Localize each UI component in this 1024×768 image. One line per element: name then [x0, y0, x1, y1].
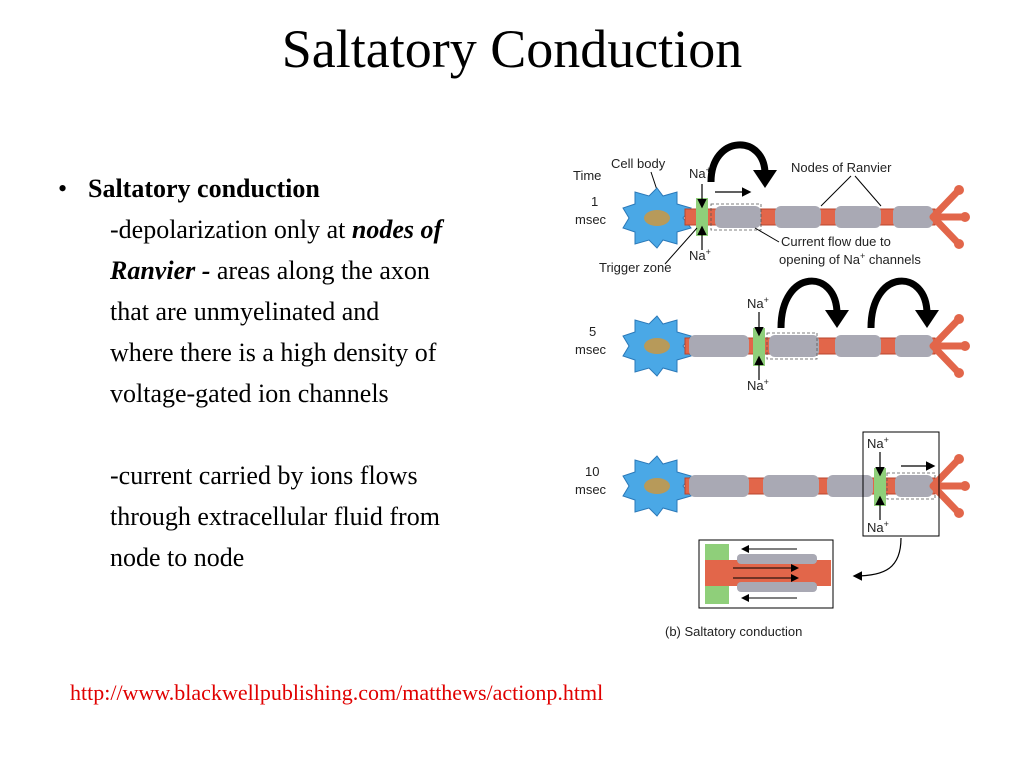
trigger-zone-pointer	[664, 227, 698, 265]
inset-myelin-bottom	[737, 582, 817, 592]
nucleus-3	[644, 478, 670, 494]
inset-current-flow: (b) Saltatory conduction	[665, 539, 834, 639]
cell-body-pointer	[650, 171, 658, 191]
row-5msec: 5 msec Na+ Na+	[575, 277, 970, 393]
myelin-2d	[895, 335, 933, 357]
terminal-knob	[960, 212, 970, 222]
axon-terminals-2	[929, 317, 967, 375]
sub-line-8: node to node	[110, 543, 245, 572]
nodes-pointer	[820, 175, 852, 207]
nodes-of-ranvier-label: Nodes of Ranvier	[791, 160, 892, 175]
sub-line-2: Ranvier - areas along the axon	[58, 250, 558, 291]
terminal-knob	[954, 239, 964, 249]
terminal-knob	[954, 454, 964, 464]
axon-terminals-3	[929, 457, 967, 515]
time-5-unit: msec	[575, 342, 607, 357]
trigger-zone-label: Trigger zone	[599, 260, 672, 275]
myelin-2b	[769, 335, 819, 357]
time-10-unit: msec	[575, 482, 607, 497]
slide-title: Saltatory Conduction	[281, 19, 743, 79]
terminal-knob	[954, 508, 964, 518]
jump-arrow-head	[753, 170, 777, 188]
sub-line-3: that are unmyelinated and	[110, 297, 380, 326]
nodes-of-emphasis: nodes of	[351, 215, 443, 244]
zoom-box	[862, 431, 940, 537]
axon-terminals-1	[929, 188, 967, 246]
bullet-dot: •	[58, 174, 68, 203]
time-10-value: 10	[585, 464, 599, 479]
bullet-term: Saltatory conduction	[88, 174, 320, 203]
current-flow-label-2: opening of Na+ channels	[779, 251, 921, 267]
depolarized-region-1	[710, 203, 762, 231]
time-1-unit: msec	[575, 212, 607, 227]
na-label-top-3: Na+	[867, 435, 889, 451]
row-10msec: 10 msec Na+ Na+	[575, 431, 970, 581]
myelin-2a	[689, 335, 749, 357]
sub-line-5: voltage-gated ion channels	[110, 379, 389, 408]
myelin-1b	[775, 206, 821, 228]
myelin-1d	[893, 206, 933, 228]
sub-line-1-text: -depolarization only at	[110, 215, 352, 244]
saltatory-jump-arrow	[707, 141, 769, 183]
na-label-bottom-2: Na+	[747, 377, 769, 393]
saltatory-conduction-diagram: Time 1 msec Cell body Na+ Na+ Nodes of R…	[573, 141, 970, 639]
sub-line-2-text: areas along the axon	[210, 256, 430, 285]
nucleus-2	[644, 338, 670, 354]
myelin-3c	[827, 475, 873, 497]
jump-arrow-head	[825, 310, 849, 328]
zoom-callout-arrow	[852, 537, 902, 581]
current-flow-label-1: Current flow due to	[781, 234, 891, 249]
terminal-knob	[954, 368, 964, 378]
row-1msec: Time 1 msec Cell body Na+ Na+ Nodes of R…	[573, 141, 970, 275]
jump-arrow-head	[915, 310, 939, 328]
sub-line-6: -current carried by ions flows	[110, 461, 418, 490]
myelin-3b	[763, 475, 819, 497]
depolarized-region-2	[766, 332, 818, 360]
terminal-knob	[960, 341, 970, 351]
time-label: Time	[573, 168, 601, 183]
terminal-knob	[954, 185, 964, 195]
myelin-1a	[715, 206, 761, 228]
cell-body-label: Cell body	[611, 156, 666, 171]
sub-line-7: through extracellular fluid from	[110, 502, 440, 531]
saltatory-jump-arrow	[867, 277, 931, 329]
na-label-bottom-3: Na+	[867, 519, 889, 535]
sub-line-1: -depolarization only at nodes of	[58, 209, 558, 250]
ranvier-emphasis: Ranvier -	[110, 256, 211, 285]
nodes-pointer	[854, 175, 882, 207]
terminal-knob	[954, 314, 964, 324]
saltatory-jump-arrow	[777, 277, 841, 329]
inset-myelin-top	[737, 554, 817, 564]
na-label-top-2: Na+	[747, 295, 769, 311]
bullet-item: • Saltatory conduction	[58, 168, 558, 209]
inset-axon	[705, 560, 831, 586]
time-1-value: 1	[591, 194, 598, 209]
figure-caption: (b) Saltatory conduction	[665, 624, 802, 639]
nucleus-1	[644, 210, 670, 226]
bullet-list: • Saltatory conduction -depolarization on…	[58, 168, 558, 578]
terminal-knob	[960, 481, 970, 491]
spacer	[58, 414, 558, 455]
myelin-2c	[835, 335, 881, 357]
myelin-1c	[835, 206, 881, 228]
sub-line-4: where there is a high density of	[110, 338, 437, 367]
time-5-value: 5	[589, 324, 596, 339]
na-label-bottom-1: Na+	[689, 247, 711, 263]
myelin-3d	[895, 475, 933, 497]
current-flow-pointer	[754, 227, 780, 243]
myelin-3a	[689, 475, 749, 497]
source-link[interactable]: http://www.blackwellpublishing.com/matth…	[70, 680, 604, 705]
na-label-top-1: Na+	[689, 165, 711, 181]
